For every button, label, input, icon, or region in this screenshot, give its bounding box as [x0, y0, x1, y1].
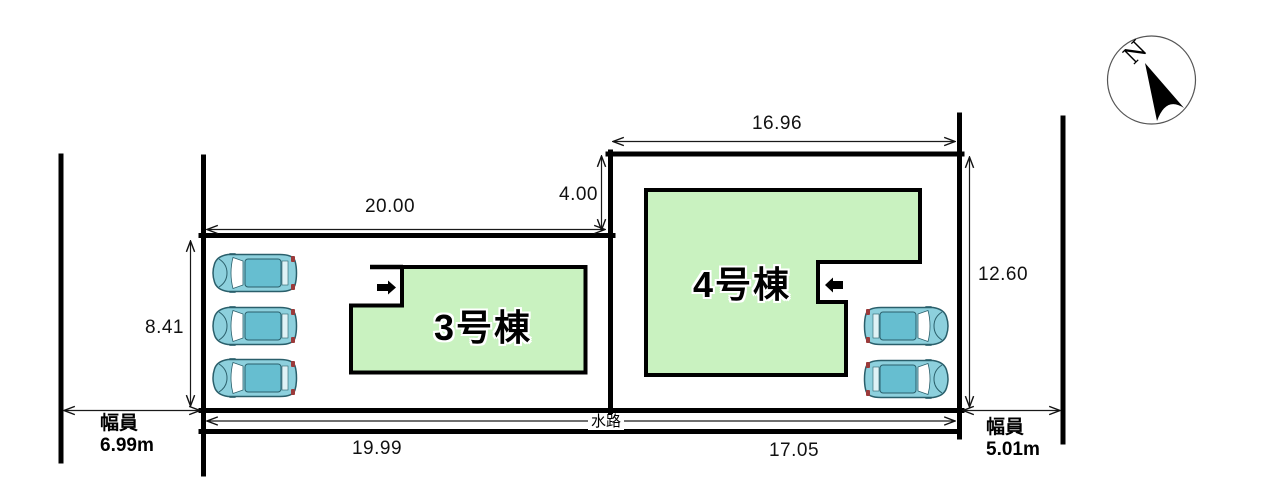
dim-label-lot4-bottom: 17.05	[768, 440, 820, 461]
dim-label-lot4-top: 16.96	[751, 113, 803, 134]
dim-label-lot3-left: 8.41	[145, 317, 184, 338]
road-width-left-value: 6.99m	[100, 435, 154, 456]
boundary-lines	[58, 112, 1066, 477]
dim-label-lot4-right: 12.60	[978, 264, 1029, 285]
car-icon	[863, 359, 949, 399]
building-3-entrance-arrow-icon	[377, 280, 396, 295]
building-4-entrance-arrow-icon	[825, 277, 843, 293]
car-icon	[212, 358, 298, 398]
lot4-parking	[863, 306, 949, 399]
lot3-parking	[212, 253, 298, 398]
dim-label-lot3-bottom: 19.99	[351, 438, 403, 459]
dim-label-lot3-top: 20.00	[364, 196, 416, 217]
compass-needle-icon	[1145, 63, 1184, 121]
car-icon	[212, 306, 298, 346]
dimension-lines	[64, 142, 1060, 422]
building-4-label: 4号棟	[692, 264, 792, 305]
car-icon	[863, 306, 949, 346]
road-width-left-caption: 幅員	[100, 413, 139, 434]
dim-label-setback: 4.00	[559, 184, 598, 205]
building-3-footprint	[349, 265, 588, 375]
road-width-right-caption: 幅員	[986, 417, 1025, 438]
road-width-left: 幅員 6.99m	[100, 413, 154, 457]
north-compass: N	[1106, 35, 1197, 125]
building-3-label: 3号棟	[433, 307, 533, 348]
waterway-label: 水路	[588, 414, 625, 430]
road-width-right: 幅員 5.01m	[986, 417, 1040, 461]
building-4-footprint	[644, 188, 922, 377]
road-width-right-value: 5.01m	[986, 439, 1040, 460]
car-icon	[212, 253, 298, 293]
